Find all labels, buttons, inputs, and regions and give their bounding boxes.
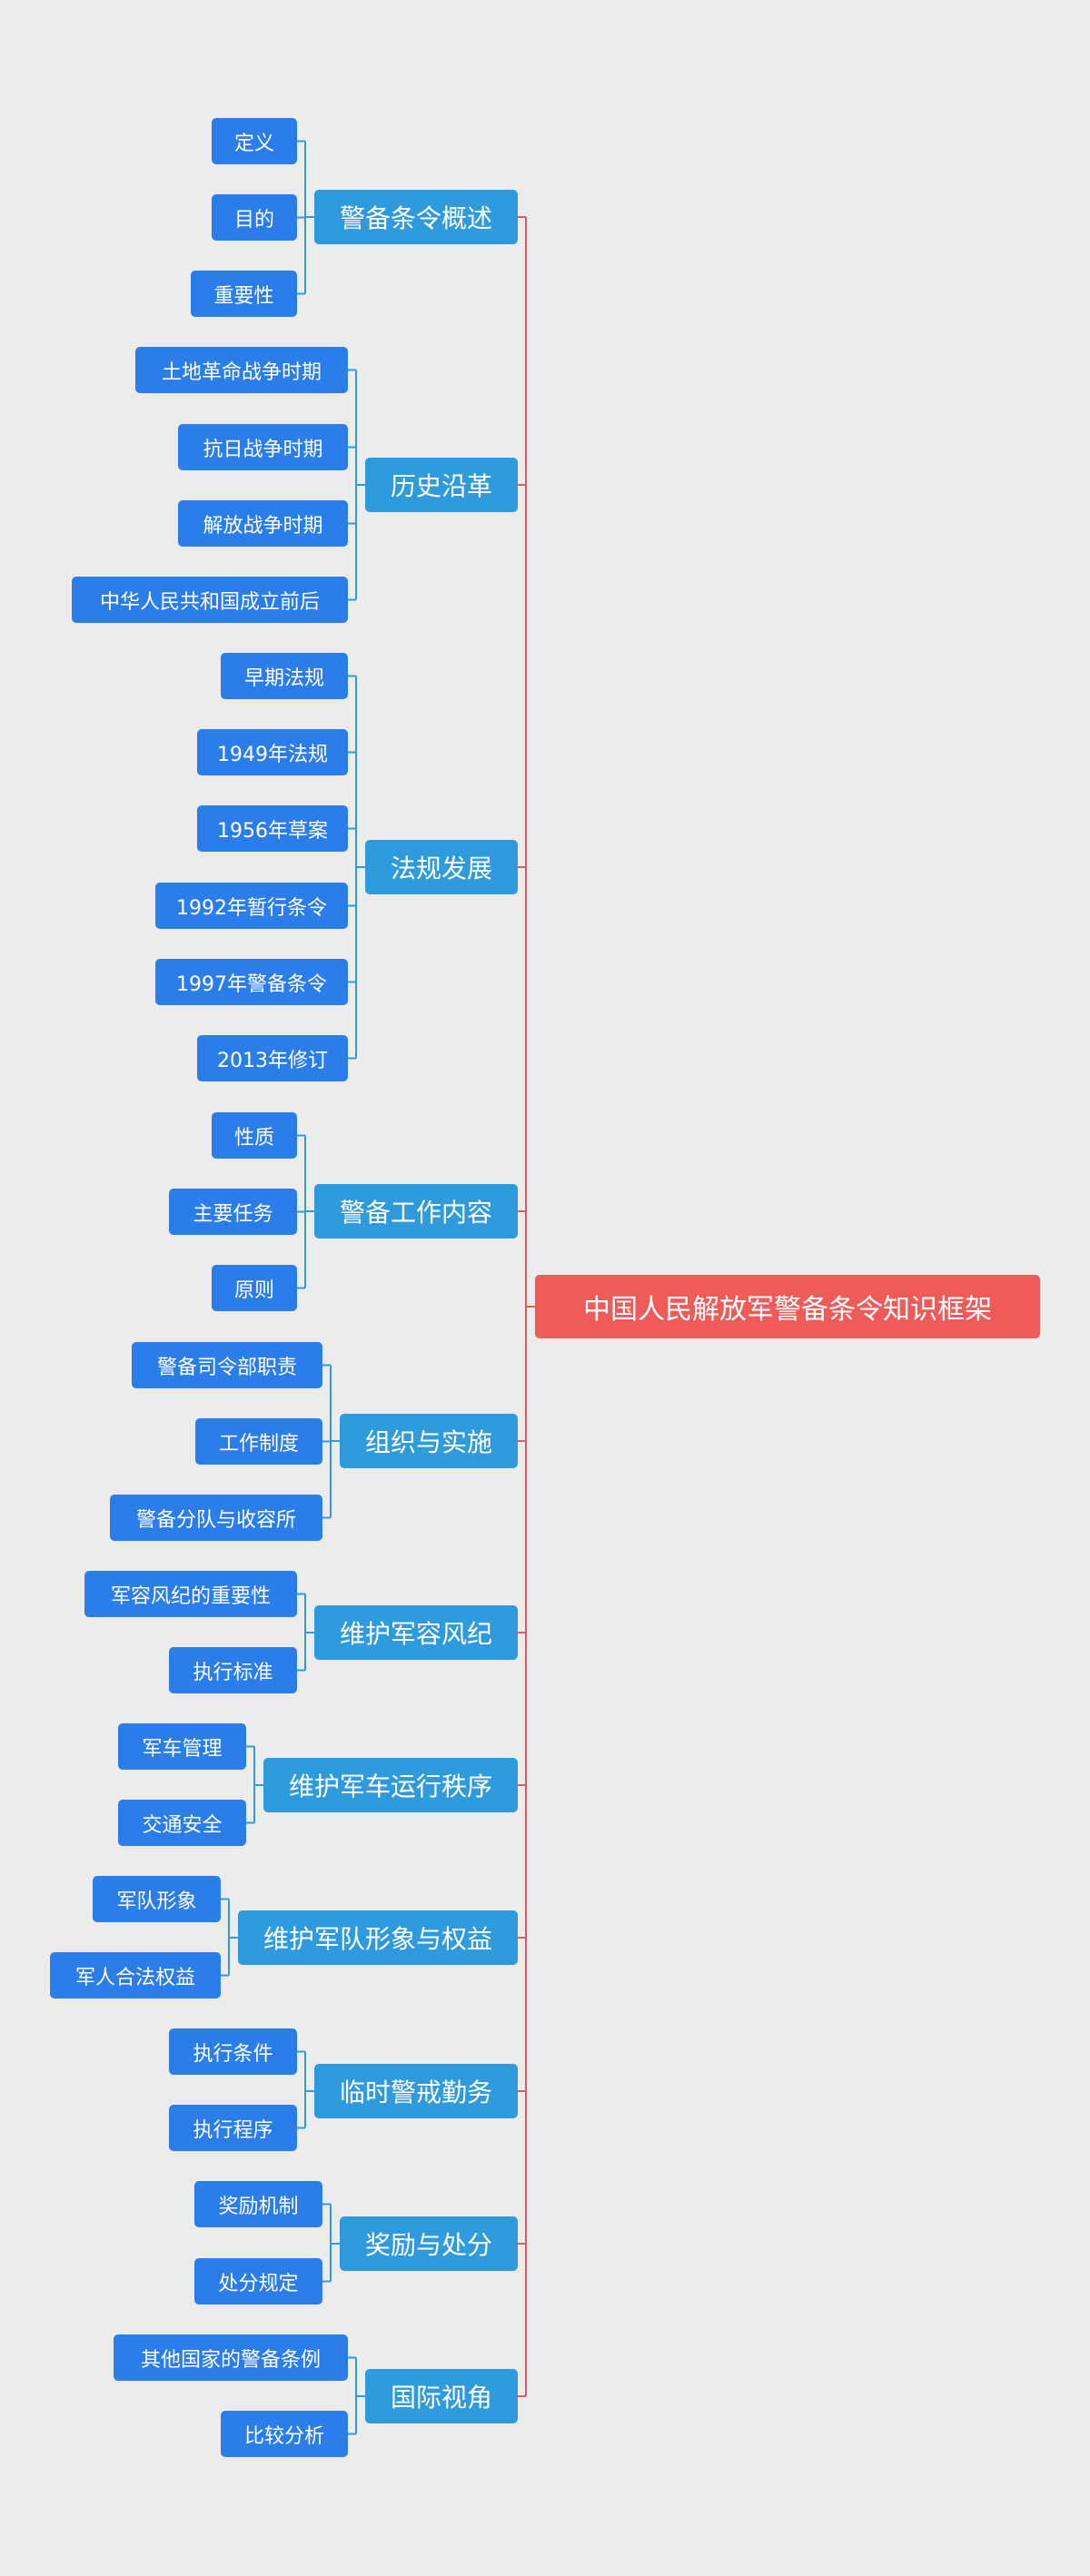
leaf-node[interactable]: 中华人民共和国成立前后 <box>72 577 348 623</box>
branch-node[interactable]: 警备条令概述 <box>314 190 518 244</box>
leaf-node[interactable]: 执行程序 <box>169 2105 297 2151</box>
leaf-node[interactable]: 1992年暂行条令 <box>155 883 348 929</box>
leaf-node[interactable]: 奖励机制 <box>194 2181 322 2227</box>
branch-node[interactable]: 奖励与处分 <box>340 2216 518 2271</box>
leaf-node[interactable]: 警备分队与收容所 <box>110 1495 322 1541</box>
leaf-node[interactable]: 2013年修订 <box>197 1035 348 1081</box>
leaf-node[interactable]: 1949年法规 <box>197 729 348 775</box>
branch-node[interactable]: 组织与实施 <box>340 1414 518 1468</box>
leaf-node[interactable]: 警备司令部职责 <box>132 1342 322 1388</box>
branch-node[interactable]: 临时警戒勤务 <box>314 2064 518 2118</box>
branch-node[interactable]: 维护军队形象与权益 <box>238 1910 518 1965</box>
branch-node[interactable]: 警备工作内容 <box>314 1184 518 1239</box>
leaf-node[interactable]: 比较分析 <box>221 2411 348 2457</box>
leaf-node[interactable]: 抗日战争时期 <box>178 424 348 470</box>
leaf-node[interactable]: 交通安全 <box>118 1800 246 1846</box>
leaf-node[interactable]: 性质 <box>212 1112 297 1159</box>
leaf-node[interactable]: 早期法规 <box>221 653 348 699</box>
leaf-node[interactable]: 军车管理 <box>118 1723 246 1770</box>
leaf-node[interactable]: 处分规定 <box>194 2258 322 2305</box>
leaf-node[interactable]: 重要性 <box>191 271 297 317</box>
leaf-node[interactable]: 1956年草案 <box>197 805 348 852</box>
leaf-node[interactable]: 主要任务 <box>169 1189 297 1235</box>
leaf-node[interactable]: 军人合法权益 <box>50 1952 221 1999</box>
leaf-node[interactable]: 解放战争时期 <box>178 500 348 547</box>
branch-node[interactable]: 国际视角 <box>365 2369 518 2423</box>
branch-node[interactable]: 历史沿革 <box>365 458 518 512</box>
branch-node[interactable]: 维护军车运行秩序 <box>263 1758 518 1812</box>
branch-node[interactable]: 法规发展 <box>365 840 518 894</box>
leaf-node[interactable]: 执行标准 <box>169 1647 297 1693</box>
leaf-node[interactable]: 其他国家的警备条例 <box>114 2334 348 2381</box>
leaf-node[interactable]: 军容风纪的重要性 <box>84 1571 297 1617</box>
leaf-node[interactable]: 执行条件 <box>169 2028 297 2075</box>
branch-node[interactable]: 维护军容风纪 <box>314 1605 518 1660</box>
leaf-node[interactable]: 1997年警备条令 <box>155 959 348 1005</box>
leaf-node[interactable]: 军队形象 <box>93 1876 221 1922</box>
leaf-node[interactable]: 工作制度 <box>195 1418 322 1465</box>
leaf-node[interactable]: 目的 <box>212 194 297 241</box>
leaf-node[interactable]: 土地革命战争时期 <box>135 347 348 393</box>
leaf-node[interactable]: 原则 <box>212 1265 297 1311</box>
root-node[interactable]: 中国人民解放军警备条令知识框架 <box>535 1275 1040 1338</box>
leaf-node[interactable]: 定义 <box>212 118 297 164</box>
